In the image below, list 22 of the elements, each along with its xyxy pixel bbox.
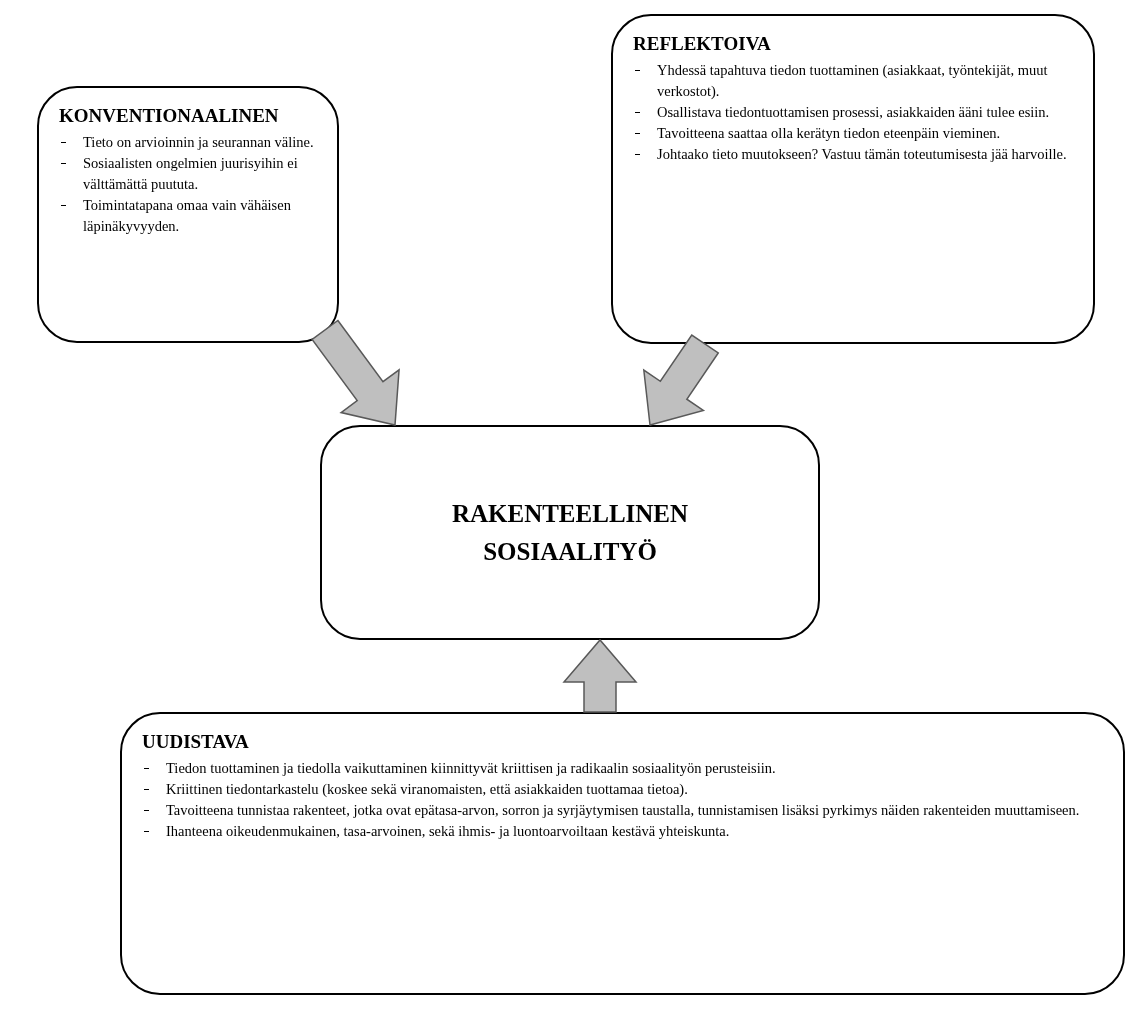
bullet-text: Tiedon tuottaminen ja tiedolla vaikuttaminen kiinnittyvät kriittisen ja radikaalin sosiaalityön perusteisiin. xyxy=(166,758,776,778)
category-box xyxy=(37,86,339,343)
block-arrow xyxy=(311,319,400,426)
bullet-text: Sosiaalisten ongelmien juurisyihin ei välttämättä puututa. xyxy=(83,153,299,194)
box-heading: KONVENTIONAALINEN xyxy=(59,104,280,128)
block-arrow xyxy=(562,638,638,713)
box-heading: UUDISTAVA xyxy=(142,730,250,754)
bullet-text: Johtaako tieto muutokseen? Vastuu tämän toteutumisesta jää harvoille. xyxy=(657,144,1067,164)
center-box xyxy=(320,425,820,640)
bullet-text: Kriittinen tiedontarkastelu (koskee sekä viranomaisten, että asiakkaiden tuottamaa tietoa). xyxy=(166,779,688,799)
bullet-text: Osallistava tiedontuottamisen prosessi, asiakkaiden ääni tulee esiin. xyxy=(657,102,1050,122)
bullet-text: Tavoitteena saattaa olla kerätyn tiedon eteenpäin vieminen. xyxy=(657,123,1001,143)
category-box xyxy=(120,712,1125,995)
center-title: RAKENTEELLINEN SOSIAALITYÖ xyxy=(450,499,690,567)
block-arrow xyxy=(642,333,720,426)
bullet-text: Ihanteena oikeudenmukainen, tasa-arvoinen, sekä ihmis- ja luontoarvoiltaan kestävä yhteiskunta. xyxy=(166,821,730,841)
bullet-text: Toimintatapana omaa vain vähäisen läpinäkyvyyden. xyxy=(83,195,292,236)
bullet-text: Tieto on arvioinnin ja seurannan väline. xyxy=(83,132,314,152)
bullet-text: Tavoitteena tunnistaa rakenteet, jotka ovat epätasa-arvon, sorron ja syrjäytymisen taustalla, tunnistamisen lisäksi pyrkimys näiden rakenteiden muuttamiseen. xyxy=(166,800,1080,820)
box-heading: REFLEKTOIVA xyxy=(633,32,772,56)
bullet-text: Yhdessä tapahtuva tiedon tuottaminen (asiakkaat, työntekijät, muut verkostot). xyxy=(657,60,1049,101)
category-box xyxy=(611,14,1095,344)
